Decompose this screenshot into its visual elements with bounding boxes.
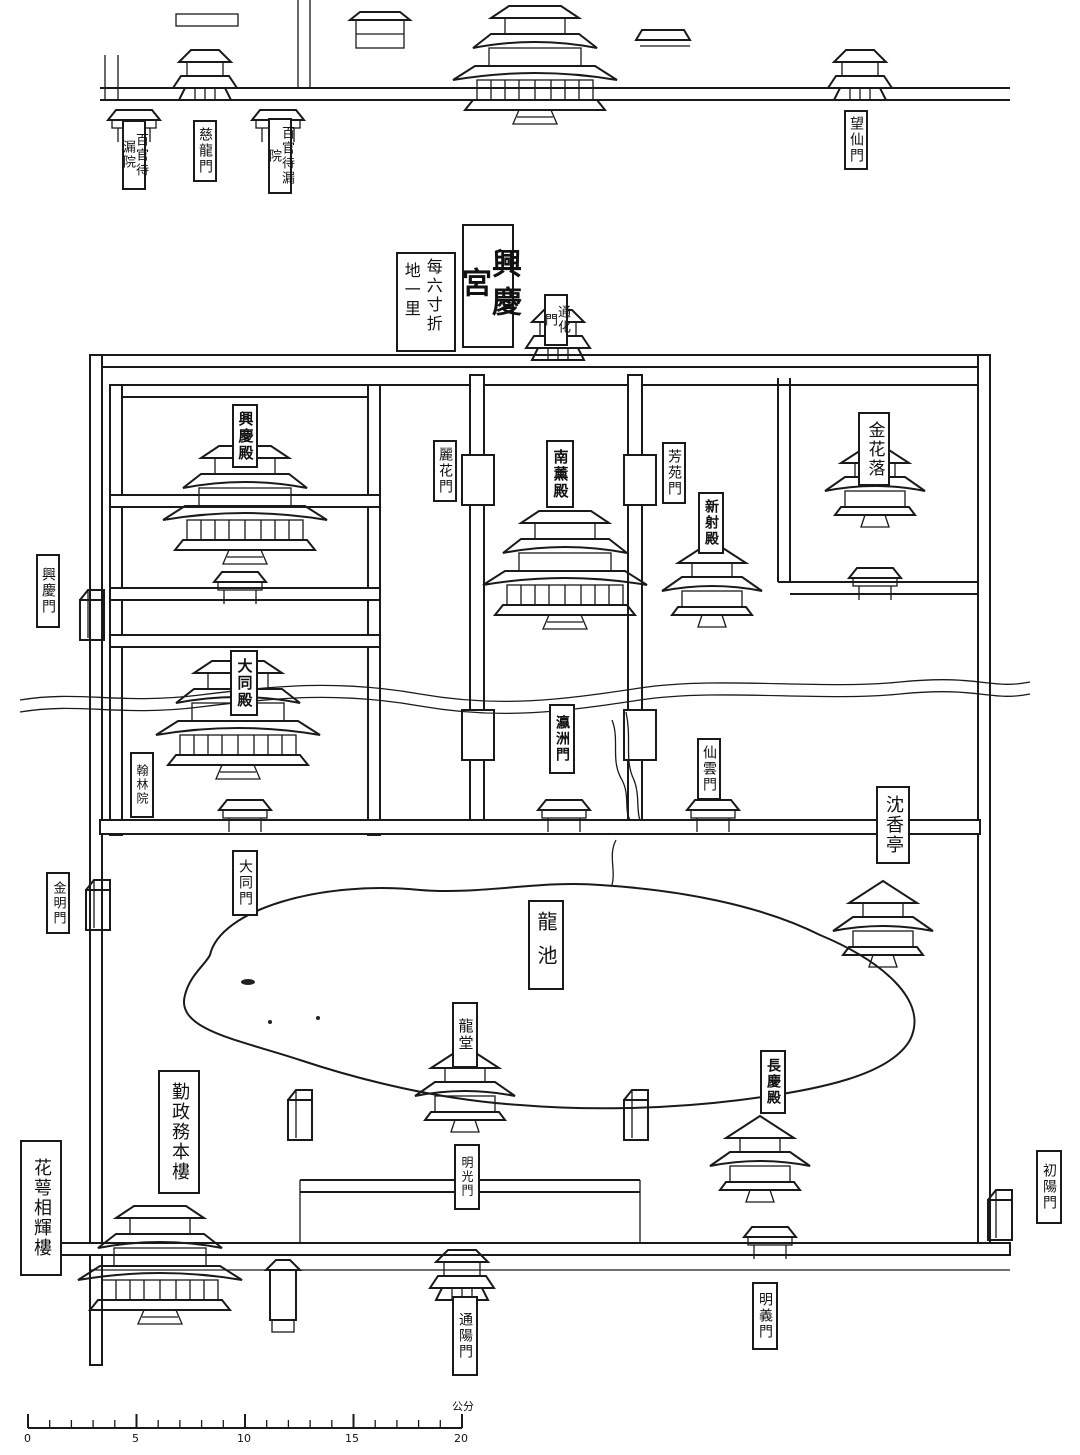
label-scale-note-1: 每六寸折 — [423, 258, 443, 334]
label-mingguang-gate: 明光門 — [454, 1144, 480, 1210]
label-hanlin-yuan: 翰林院 — [130, 752, 154, 818]
jinhua-small-gate — [848, 567, 902, 601]
label-huae-lou: 花萼相輝樓 — [20, 1140, 62, 1276]
south-pier-right — [623, 1089, 649, 1141]
scale-tick-5: 5 — [132, 1432, 139, 1445]
label-jinming-gate: 金明門 — [46, 872, 70, 934]
west-inner-enclosure — [99, 384, 981, 836]
central-corridors — [461, 374, 657, 821]
top-gate-tower-left — [172, 49, 238, 101]
label-tonghua-gate: 通化門 — [542, 294, 570, 346]
top-gate-tower-right — [827, 49, 893, 101]
top-flag — [175, 13, 239, 27]
label-scale-note-2: 地一里 — [401, 262, 421, 319]
top-small-building-2 — [634, 29, 692, 47]
label-xingqing-hall: 興慶殿 — [232, 404, 258, 468]
label-xingqing-gate: 興慶門 — [36, 554, 60, 628]
label-lihua-gate: 麗花門 — [433, 440, 457, 502]
label-mingyi-gate: 明義門 — [752, 1282, 778, 1350]
label-long-tang: 龍堂 — [452, 1002, 478, 1068]
label-jinhua-luo: 金花落 — [858, 412, 890, 486]
northeast-enclosure — [777, 378, 978, 595]
label-qinzheng-lou: 勤政務本樓 — [158, 1070, 200, 1194]
label-xianyun-gate: 仙雲門 — [697, 738, 721, 800]
label-xinshe-hall: 新射殿 — [698, 492, 724, 554]
chuyang-gate-pier — [987, 1189, 1013, 1241]
label-top-yuan-right: 百官待漏院 — [266, 118, 294, 194]
dragon-pond — [182, 882, 916, 1110]
label-longchi: 龍池 — [528, 900, 564, 990]
scale-bar — [27, 1414, 463, 1429]
scale-unit: 公分 — [452, 1400, 474, 1413]
river — [19, 679, 1031, 703]
scale-tick-15: 15 — [345, 1432, 359, 1445]
nanxun-hall-building — [482, 510, 648, 630]
label-title: 興慶宮 — [456, 224, 521, 348]
chenxiang-pavilion — [832, 880, 934, 968]
label-fanghua-gate: 芳苑門 — [662, 442, 686, 504]
label-changqing-hall: 長慶殿 — [760, 1050, 786, 1114]
south-pier-left — [287, 1089, 313, 1141]
scale-tick-20: 20 — [454, 1432, 468, 1445]
changqing-hall-building — [709, 1115, 811, 1203]
label-datong-hall: 大同殿 — [230, 650, 258, 716]
scale-note-frame — [396, 252, 456, 352]
label-top-jinglong: 慈龍門 — [193, 120, 217, 182]
top-main-gate-hall — [452, 5, 618, 125]
top-small-building-1 — [347, 11, 413, 49]
scale-tick-10: 10 — [237, 1432, 251, 1445]
label-chuyang-gate: 初陽門 — [1036, 1150, 1062, 1224]
palace-outer-wall — [59, 354, 1011, 1366]
small-watch-tower — [263, 1259, 303, 1333]
label-top-yuan-left: 百官待漏院 — [120, 120, 148, 190]
scale-tick-0: 0 — [24, 1432, 31, 1445]
label-datong-gate: 大同門 — [232, 850, 258, 916]
label-nanxun-hall: 南薰殿 — [546, 440, 574, 508]
label-chenxiang-ting: 沈香亭 — [876, 786, 910, 864]
label-tongyang-gate: 通陽門 — [452, 1296, 478, 1376]
tongyang-gate-tower — [429, 1249, 495, 1301]
label-top-wangxian: 望仙門 — [844, 110, 868, 170]
label-yingzhou-gate: 瀛洲門 — [549, 704, 575, 774]
